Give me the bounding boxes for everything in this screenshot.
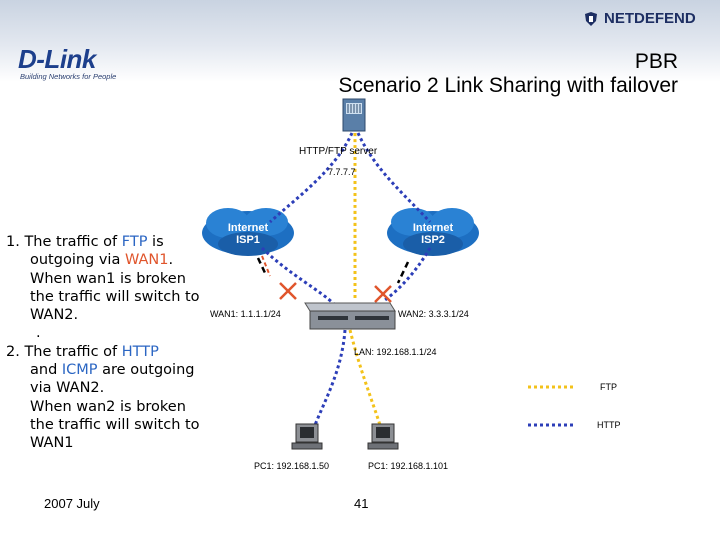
page-number: 41 <box>354 496 369 511</box>
page-title: PBR <box>634 50 678 73</box>
dlink-tagline: Building Networks for People <box>20 72 117 81</box>
legend-http-label: HTTP <box>597 420 621 430</box>
note1-line4: the traffic will switch to <box>30 288 200 305</box>
note2-line5: the traffic will switch to <box>30 416 200 433</box>
netdefend-logo: NETDEFEND <box>604 10 696 27</box>
note1-line2: outgoing via WAN1. <box>30 252 174 269</box>
note1-line3: When wan1 is broken <box>30 270 186 287</box>
note2-line3: via WAN2. <box>30 380 105 397</box>
note2-line1: 2. The traffic of HTTP <box>6 343 159 360</box>
note1-line6: . <box>36 325 41 342</box>
wan1-label: WAN1: 1.1.1.1/24 <box>210 309 281 319</box>
note1-line5: WAN2. <box>30 307 79 324</box>
server-icon <box>342 98 366 132</box>
note1-line1: 1. The traffic of FTP is <box>6 234 164 250</box>
page-subtitle: Scenario 2 Link Sharing with failover <box>338 74 678 97</box>
wan-link-lines <box>256 257 410 284</box>
http-traffic-path <box>260 132 432 426</box>
failure-mark-wan2 <box>374 285 392 303</box>
header-banner <box>0 0 720 82</box>
dlink-logo: D-Link <box>18 44 96 74</box>
note2-line6: WAN1 <box>30 435 74 452</box>
pc1-icon <box>291 423 323 450</box>
netdefend-shield-icon <box>585 12 597 26</box>
server-ip: 7.7.7.7 <box>328 167 356 177</box>
pc2-label: PC1: 192.168.1.101 <box>368 461 449 471</box>
broken-link-isp1 <box>261 255 271 277</box>
netdefend-firewall-icon <box>304 302 396 330</box>
footer-date: 2007 July <box>44 496 100 511</box>
failure-mark-wan1 <box>279 282 297 300</box>
note2-line4: When wan2 is broken <box>30 398 186 415</box>
legend-ftp-label: FTP <box>600 382 617 392</box>
wan2-label: WAN2: 3.3.3.1/24 <box>398 309 469 319</box>
server-label: HTTP/FTP server <box>299 146 378 157</box>
internet-cloud-isp2 <box>387 208 479 256</box>
scenario-notes: 1. The traffic of FTP is outgoing via WA… <box>6 233 200 453</box>
pc1-label: PC1: 192.168.1.50 <box>254 461 330 471</box>
pc2-icon <box>367 423 399 450</box>
note2-line2: and ICMP are outgoing <box>30 362 195 379</box>
lan-label: LAN: 192.168.1.1/24 <box>354 347 437 357</box>
ftp-traffic-path <box>348 133 382 426</box>
